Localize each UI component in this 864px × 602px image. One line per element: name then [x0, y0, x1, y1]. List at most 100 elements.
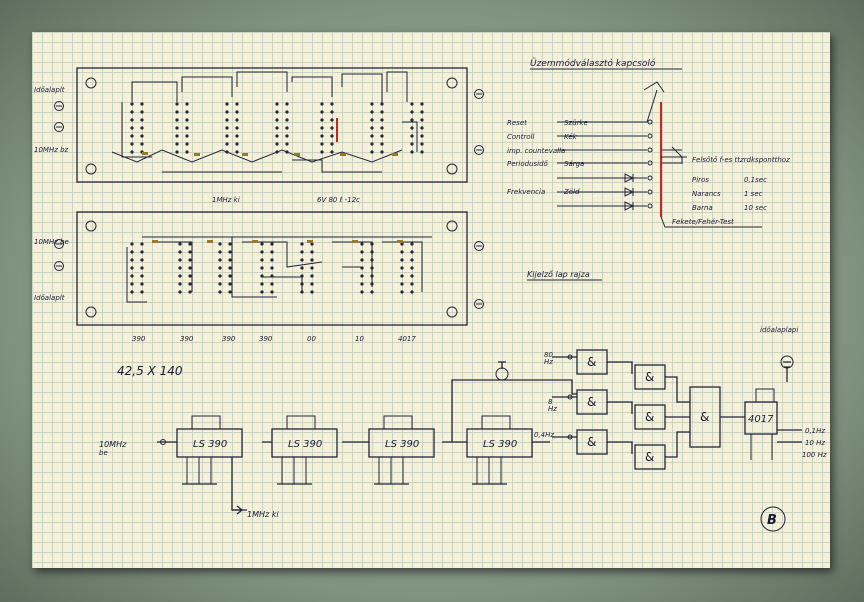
pcb-hole — [188, 266, 192, 270]
color-label: Szürke — [564, 119, 588, 127]
switch-input-controll: Controll — [507, 133, 534, 141]
diode-symbol — [624, 173, 635, 183]
pcb-hole — [175, 142, 179, 146]
counter-label: LS 390 — [483, 439, 517, 450]
pcb-hole — [218, 258, 222, 262]
pcb-hole — [310, 250, 314, 254]
time-label: 10 sec — [744, 204, 767, 212]
pcb-hole — [140, 134, 144, 138]
pcb-hole — [330, 102, 334, 106]
time-label: 1 sec — [744, 190, 763, 198]
chip-label: 10 — [355, 335, 364, 343]
pcb-hole — [320, 102, 324, 106]
pcb-hole — [228, 266, 232, 270]
switch-contact — [647, 119, 653, 125]
freq-80-unit: Hz — [544, 358, 553, 366]
pcb-hole — [130, 102, 134, 106]
pcb-hole — [410, 102, 414, 106]
pcb-hole — [410, 150, 414, 154]
pcb-hole — [228, 274, 232, 278]
pcb-hole — [270, 242, 274, 246]
pcb-hole — [218, 274, 222, 278]
pcb-hole — [140, 290, 144, 294]
pcb-hole — [140, 102, 144, 106]
switch-output-ground: Fekete/Fehér-Test — [672, 218, 734, 226]
pcb-hole — [140, 266, 144, 270]
pcb-hole — [410, 126, 414, 130]
pcb-hole — [320, 110, 324, 114]
color-label: Zöld — [563, 188, 580, 196]
signature-mark: B — [767, 513, 777, 528]
pcb-hole — [400, 274, 404, 278]
pcb-hole — [410, 134, 414, 138]
pcb-hole — [300, 250, 304, 254]
pcb-hole — [130, 274, 134, 278]
pcb-hole — [218, 282, 222, 286]
pcb-hole — [300, 242, 304, 246]
switch-input-freq: Frekvencia — [507, 188, 545, 196]
pcb-hole — [175, 150, 179, 154]
counter-pins-top — [383, 415, 413, 430]
pcb-hole — [185, 102, 189, 106]
label-1mhz-out: 1MHz ki — [212, 196, 240, 204]
switch-contact — [647, 147, 653, 153]
decade-pins-top — [755, 388, 775, 403]
pcb-hole — [420, 134, 424, 138]
pcb-hole — [140, 242, 144, 246]
pcb-hole — [225, 126, 229, 130]
pcb-hole — [310, 266, 314, 270]
pcb-hole — [420, 110, 424, 114]
pcb-hole — [185, 142, 189, 146]
pcb-hole — [370, 142, 374, 146]
pcb-hole — [130, 118, 134, 122]
pcb-hole — [275, 110, 279, 114]
pcb-hole — [235, 118, 239, 122]
pcb-hole — [400, 258, 404, 262]
pcb-hole — [320, 118, 324, 122]
input-10mhz-sub: be — [99, 449, 108, 457]
pcb-hole — [178, 282, 182, 286]
switch-output-orange: Narancs — [692, 190, 721, 198]
signature-circle — [760, 506, 786, 532]
decade-label: 4017 — [748, 414, 774, 425]
pcb-hole — [140, 110, 144, 114]
pcb-hole — [330, 150, 334, 154]
pcb-hole — [228, 242, 232, 246]
pcb-hole — [188, 242, 192, 246]
switch-contact — [647, 160, 653, 166]
counter-pins-top — [286, 415, 316, 430]
pcb-hole — [380, 118, 384, 122]
switch-contact — [647, 189, 653, 195]
pcb-hole — [218, 266, 222, 270]
chip-label: 4017 — [398, 335, 416, 343]
pcb-hole — [140, 142, 144, 146]
pcb-hole — [285, 118, 289, 122]
pcb-hole — [130, 150, 134, 154]
output-1mhz-label: 1MHz ki — [247, 510, 279, 519]
pcb-hole — [285, 134, 289, 138]
pcb-hole — [360, 290, 364, 294]
pcb-hole — [188, 290, 192, 294]
switch-output-display: Felsőtő f-es ttzrdkspontthoz — [692, 155, 790, 164]
pcb-hole — [260, 290, 264, 294]
pcb-hole — [275, 126, 279, 130]
pcb-hole — [400, 266, 404, 270]
pcb-hole — [175, 134, 179, 138]
pcb-hole — [420, 118, 424, 122]
pcb-hole — [140, 258, 144, 262]
pcb-hole — [380, 126, 384, 130]
pcb-hole — [225, 142, 229, 146]
pcb-hole — [410, 118, 414, 122]
pcb-hole — [285, 142, 289, 146]
pcb-hole — [235, 134, 239, 138]
pcb-hole — [300, 258, 304, 262]
pcb-hole — [420, 142, 424, 146]
pcb-hole — [330, 118, 334, 122]
pcb-hole — [310, 290, 314, 294]
switch-input-reset: Reset — [507, 119, 527, 127]
pcb-hole — [130, 290, 134, 294]
diode-symbol — [624, 201, 635, 211]
chip-label: 390 — [180, 335, 194, 343]
pcb-hole — [228, 250, 232, 254]
switch-output-brown: Barna — [692, 204, 713, 212]
